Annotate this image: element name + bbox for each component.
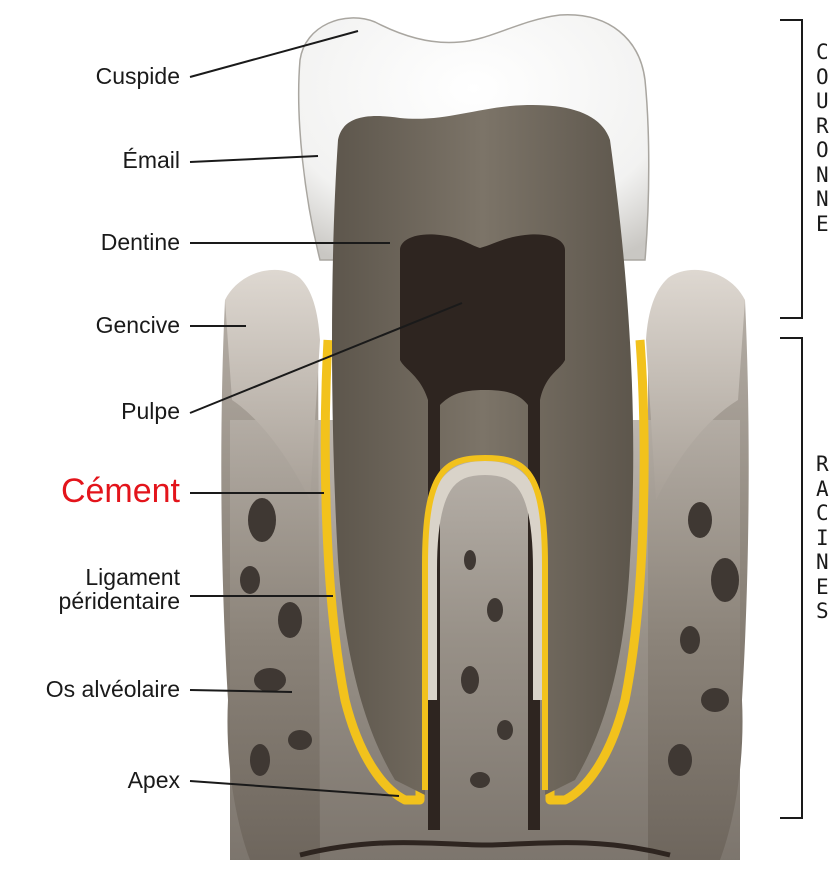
label-ligament-line2: péridentaire	[59, 589, 180, 613]
label-ligament: Ligament péridentaire	[59, 565, 180, 613]
label-ligament-line1: Ligament	[59, 565, 180, 589]
label-cuspide: Cuspide	[96, 64, 180, 88]
section-label-crown: C O U R O N N E	[816, 40, 829, 236]
label-apex: Apex	[128, 768, 180, 792]
label-dentine: Dentine	[101, 230, 180, 254]
label-cement: Cément	[61, 474, 180, 510]
section-label-root: R A C I N E S	[816, 452, 829, 624]
section-brackets	[780, 20, 802, 818]
label-os-alveolaire: Os alvéolaire	[46, 677, 180, 701]
label-email: Émail	[122, 148, 180, 172]
root-bracket	[780, 338, 802, 818]
leader-line-email	[190, 156, 318, 162]
crown-bracket	[780, 20, 802, 318]
label-gencive: Gencive	[96, 313, 180, 337]
label-pulpe: Pulpe	[121, 399, 180, 423]
